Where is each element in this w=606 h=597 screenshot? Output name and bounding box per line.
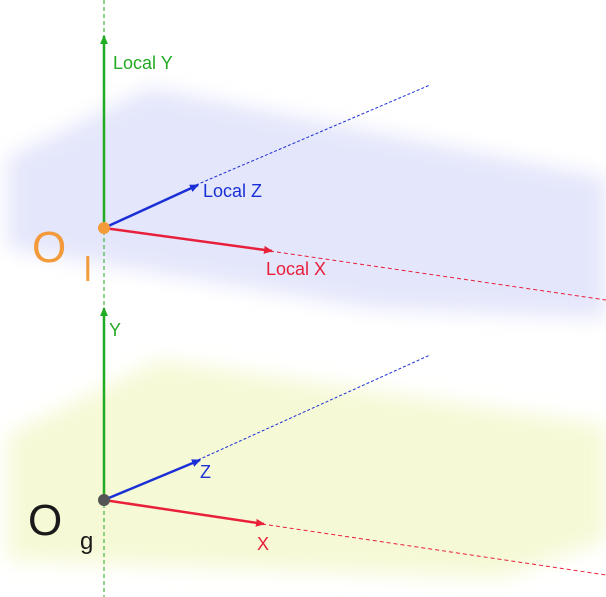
local-x-axis — [103, 226, 273, 254]
global-z-extension — [197, 354, 431, 461]
global-origin-subscript: g — [80, 528, 93, 555]
global-plane — [8, 360, 606, 578]
local-x-extension — [269, 250, 606, 301]
global-z-label: Z — [200, 462, 211, 482]
global-x-extension — [261, 523, 606, 576]
local-y-label: Local Y — [113, 53, 173, 73]
global-z-axis — [103, 458, 201, 502]
local-z-axis — [103, 183, 199, 230]
global-origin-label: O — [28, 496, 62, 545]
local-z-label: Local Z — [203, 181, 262, 201]
global-x-label: X — [257, 534, 269, 554]
local-origin-point — [98, 222, 110, 234]
local-origin-label: O — [32, 223, 66, 272]
local-x-label: Local X — [266, 259, 326, 279]
global-x-axis — [103, 498, 265, 527]
global-origin-point — [98, 494, 110, 506]
local-origin-subscript: l — [84, 251, 92, 289]
local-plane — [8, 88, 606, 318]
local-z-extension — [195, 84, 431, 186]
global-y-label: Y — [109, 320, 121, 340]
